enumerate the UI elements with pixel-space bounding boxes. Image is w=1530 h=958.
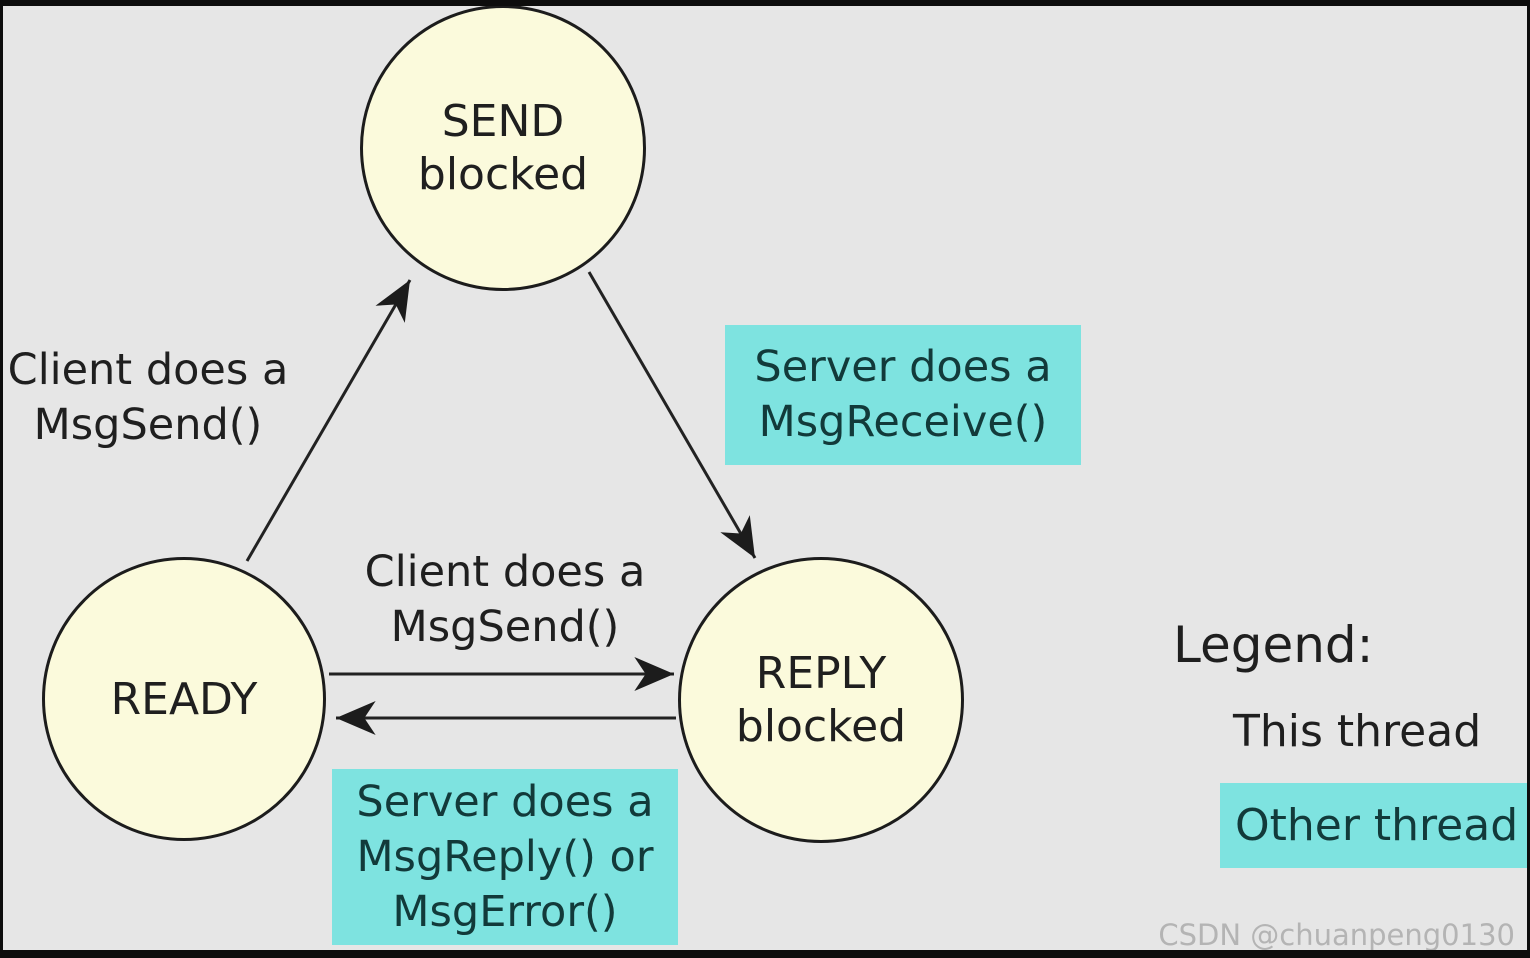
transition-label-server-msgreply: Server does a MsgReply() or MsgError() [332,769,678,945]
transition-label-server-msgreceive: Server does a MsgReceive() [725,325,1081,465]
legend-item-other-thread: Other thread [1220,783,1528,868]
state-node-send-blocked: SEND blocked [360,5,646,291]
transition-label-client-msgsend-middle: Client does a MsgSend() [364,547,646,652]
frame-left-edge [0,0,3,958]
frame-right-edge [1527,0,1530,958]
frame-bottom-edge [0,950,1530,958]
state-node-ready: READY [42,557,326,841]
frame-top-edge [0,0,1530,6]
legend-title: Legend: [1173,616,1374,674]
state-node-reply-blocked: REPLY blocked [678,557,964,843]
watermark-text: CSDN @chuanpeng0130 [1158,918,1515,952]
legend-item-this-thread: This thread [1233,706,1482,757]
transition-label-client-msgsend-upper: Client does a MsgSend() [7,345,289,450]
